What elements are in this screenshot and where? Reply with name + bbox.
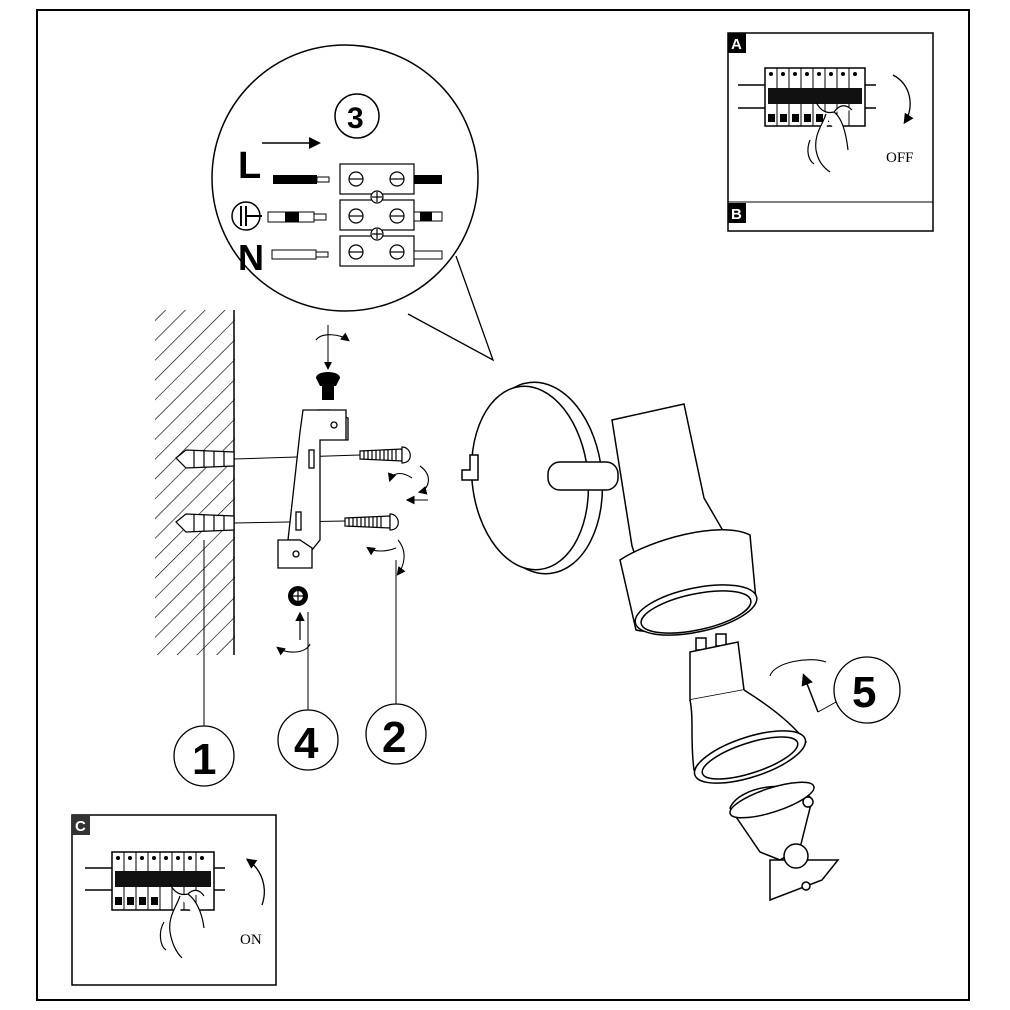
- step-1-number: 1: [192, 735, 216, 784]
- step-5-number: 5: [852, 668, 876, 717]
- panel-a-caption-off: OFF: [886, 150, 914, 166]
- screw-lower: [344, 513, 399, 531]
- panel-a-tag-bg: [728, 33, 746, 53]
- wall-plug-lower: [175, 513, 235, 533]
- panel-c-caption-on: ON: [240, 932, 262, 948]
- lamp-body: [461, 381, 758, 636]
- step-2-number: 2: [382, 713, 406, 762]
- panel-c-tag-bg: [72, 815, 90, 835]
- panel-a-tag: A: [731, 36, 742, 53]
- mounting-bracket: [277, 409, 349, 569]
- step-1-callout: [173, 540, 235, 787]
- wire-label-live: L: [238, 145, 261, 187]
- live-wire: [273, 175, 317, 184]
- panel-a-breaker-off: [727, 32, 934, 232]
- neutral-wire: [271, 249, 317, 260]
- panel-b-tag: B: [731, 206, 742, 223]
- lamp-socket: [729, 781, 840, 902]
- wall: [155, 310, 235, 655]
- wall-plug-upper: [175, 449, 235, 469]
- bracket-screw-bottom: [276, 586, 311, 656]
- panel-c-tag: C: [75, 818, 86, 835]
- diagram-frame: [36, 9, 970, 1001]
- step-4-number: 4: [294, 719, 319, 768]
- gu10-bulb: [689, 633, 807, 784]
- bracket-screw-top: [315, 325, 350, 400]
- step-4-callout: [277, 612, 339, 771]
- step-5-callout: [833, 656, 901, 724]
- screw-upper: [359, 446, 411, 464]
- step-3-number: 3: [347, 102, 364, 135]
- wire-label-neutral: N: [238, 237, 264, 278]
- earth-ground-icon: [231, 201, 262, 231]
- wiring-callout: [211, 44, 495, 362]
- terminal-block: [339, 163, 415, 267]
- panel-c-breaker-on: [71, 814, 277, 986]
- panel-b-tag-bg: [728, 203, 746, 223]
- step-2-callout: [365, 560, 427, 765]
